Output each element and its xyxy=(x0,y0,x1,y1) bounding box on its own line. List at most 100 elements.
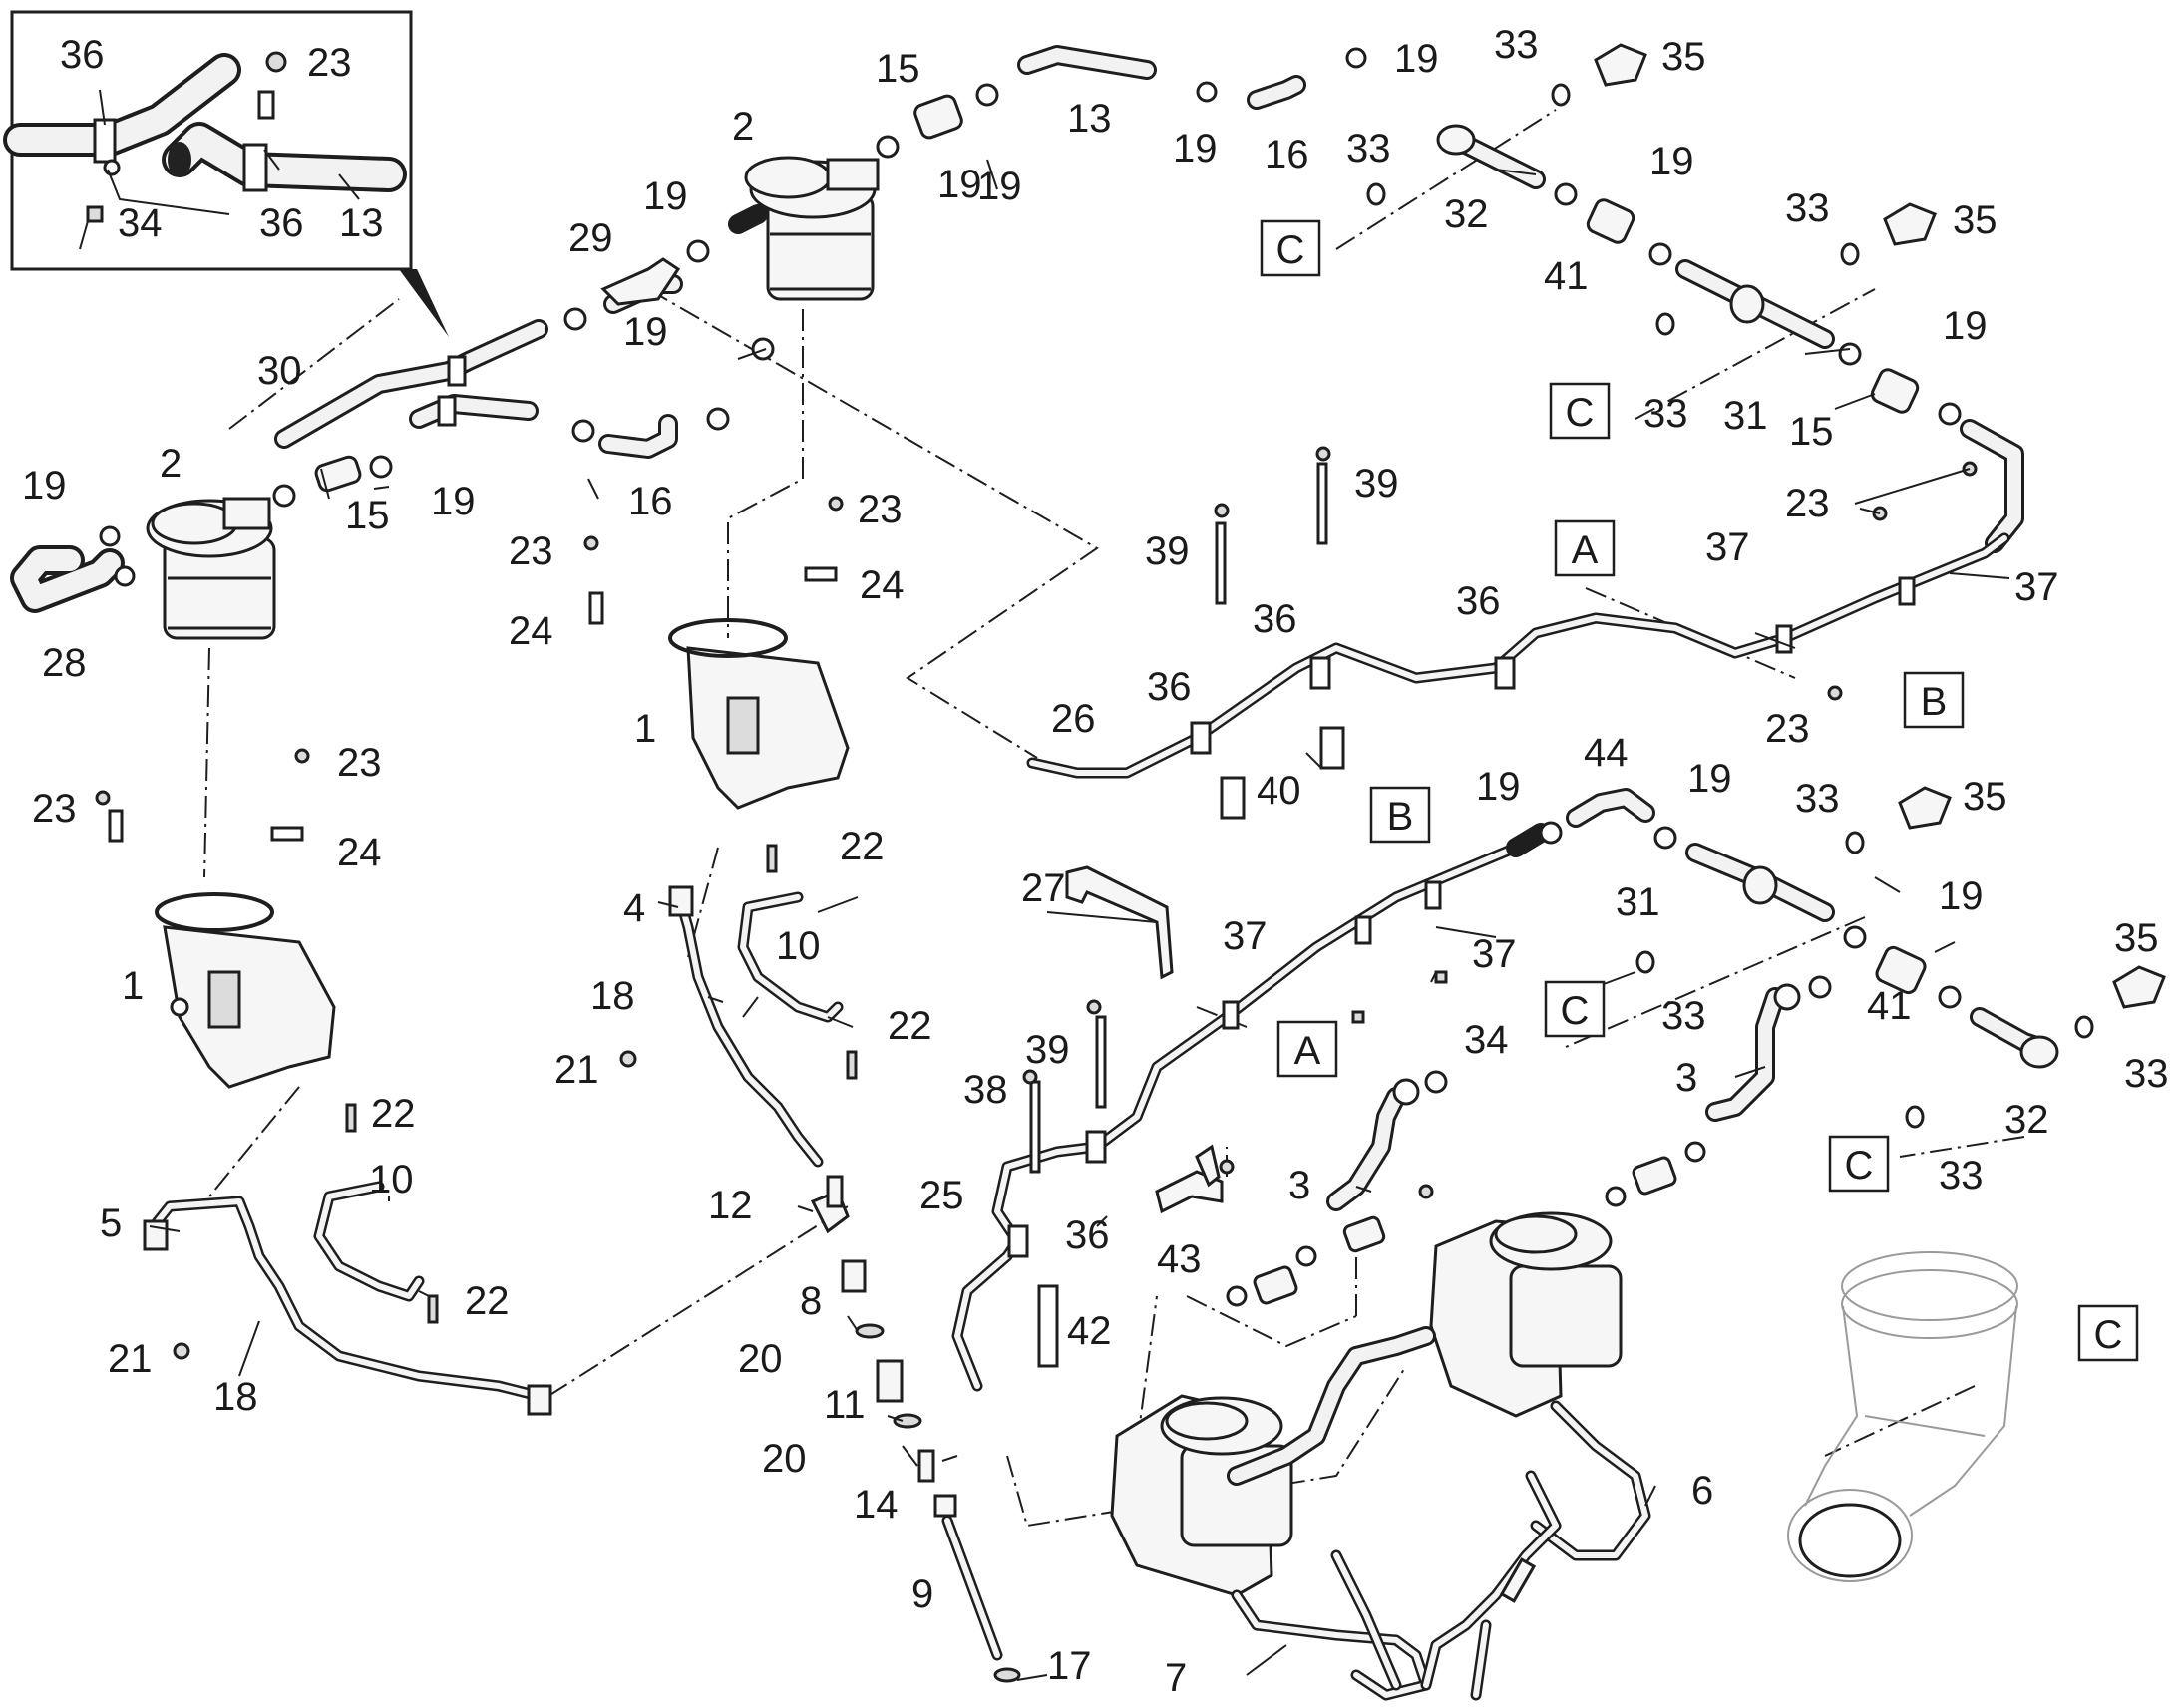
part-callout: 33 xyxy=(1494,23,1539,67)
part-callout: 37 xyxy=(1472,932,1517,976)
view-ref-box xyxy=(1369,786,1431,844)
brackets xyxy=(1065,865,1224,1214)
elbow-hoses-3 xyxy=(1226,975,1832,1307)
part-callout: 19 xyxy=(1939,874,1984,918)
part-callout: 5 xyxy=(100,1201,122,1245)
lower-right-pipe-run xyxy=(1506,786,2166,1129)
part-callout: 23 xyxy=(32,787,77,831)
part-callout: 37 xyxy=(1705,525,1750,569)
part-callout: 36 xyxy=(1456,579,1501,623)
part-callout: 4 xyxy=(623,886,645,930)
view-ref-label: A xyxy=(1294,1029,1321,1073)
part-callout: 15 xyxy=(345,494,390,537)
part-callout: 28 xyxy=(42,641,87,685)
part-callout: 16 xyxy=(1265,133,1309,176)
part-callout: 19 xyxy=(22,464,67,508)
part-callout: 23 xyxy=(337,741,382,785)
part-callout: 30 xyxy=(257,349,302,393)
view-ref-box xyxy=(1903,671,1965,729)
part-callout: 6 xyxy=(1691,1469,1713,1513)
part-callout: 41 xyxy=(1867,984,1912,1028)
part-callout: 19 xyxy=(1649,140,1694,183)
part-callout: 15 xyxy=(1789,410,1834,454)
part-callout: 19 xyxy=(431,480,476,523)
part-callout: 17 xyxy=(1047,1644,1092,1688)
part-callout: 43 xyxy=(1157,1237,1202,1281)
part-callout: 14 xyxy=(854,1483,899,1527)
part-callout: 19 xyxy=(937,163,982,206)
part-callout: 8 xyxy=(800,1279,822,1323)
part-callout: 22 xyxy=(465,1279,510,1323)
part-callout: 20 xyxy=(738,1337,783,1381)
part-callout: 23 xyxy=(1765,707,1810,751)
part-callout: 36 xyxy=(1253,597,1297,641)
top-hose-run xyxy=(876,45,1367,159)
view-ref-label: B xyxy=(1921,680,1948,724)
view-ref-box xyxy=(1544,980,1606,1038)
view-ref-label: A xyxy=(1572,528,1599,572)
part-callout: 27 xyxy=(1021,866,1066,910)
part-callout: 40 xyxy=(1257,769,1301,813)
pipe-26-37 xyxy=(1026,461,2010,820)
view-ref-box xyxy=(1554,519,1616,577)
upper-hose-assembly xyxy=(10,239,775,613)
part-callout: 33 xyxy=(1795,777,1840,821)
part-callout: 33 xyxy=(1661,994,1706,1038)
duct-elbow-view-c xyxy=(1787,1251,2018,1582)
part-callout: 19 xyxy=(643,174,688,218)
part-callout: 36 xyxy=(259,201,304,245)
view-ref-box xyxy=(2077,1304,2139,1362)
part-callout: 13 xyxy=(1067,97,1112,141)
part-callout: 38 xyxy=(963,1068,1008,1112)
brackets-1 xyxy=(155,618,850,1089)
part-callout: 19 xyxy=(1173,127,1218,171)
part-callout: 33 xyxy=(1785,186,1830,230)
view-ref-label: C xyxy=(1845,1144,1874,1188)
part-callout: 10 xyxy=(369,1158,414,1201)
part-callout: 36 xyxy=(1065,1213,1110,1257)
part-callout: 13 xyxy=(339,201,384,245)
part-callout: 16 xyxy=(628,480,673,523)
part-callout: 9 xyxy=(911,1572,933,1616)
part-callout: 35 xyxy=(2114,916,2159,960)
part-callout: 31 xyxy=(1723,394,1768,438)
part-callout: 29 xyxy=(568,216,613,260)
part-callout: 19 xyxy=(977,165,1022,208)
part-callout: 2 xyxy=(732,105,754,149)
view-ref-box xyxy=(1276,1020,1338,1078)
view-ref-label: C xyxy=(1276,228,1305,272)
part-callout: 35 xyxy=(1953,198,1998,242)
view-ref-label: C xyxy=(2094,1313,2123,1357)
leader-lines xyxy=(149,159,2010,1681)
part-callout: 18 xyxy=(213,1375,258,1419)
alignment-lines xyxy=(203,109,2025,1528)
part-callout: 3 xyxy=(1288,1164,1310,1207)
part-callout: 20 xyxy=(762,1437,807,1481)
part-callout: 32 xyxy=(1444,192,1489,236)
inset-pointer xyxy=(399,269,449,337)
part-callout: 39 xyxy=(1354,462,1399,506)
part-callout: 23 xyxy=(307,41,352,85)
part-callout: 32 xyxy=(2004,1098,2049,1142)
part-callout: 26 xyxy=(1051,697,1096,741)
part-callout: 24 xyxy=(337,831,382,874)
part-callout: 18 xyxy=(590,974,635,1018)
filter-housing-top xyxy=(728,156,880,301)
part-callout: 12 xyxy=(708,1184,753,1227)
part-callout: 37 xyxy=(2014,565,2059,609)
part-callout: 34 xyxy=(1464,1018,1509,1062)
part-callout: 15 xyxy=(876,47,920,91)
part-callout: 23 xyxy=(509,529,553,573)
part-callout: 21 xyxy=(554,1048,599,1092)
part-callout: 39 xyxy=(1025,1028,1070,1072)
view-ref-box xyxy=(1549,382,1611,440)
part-callout: 23 xyxy=(858,488,903,531)
part-callout: 2 xyxy=(160,442,182,486)
callout-numbers: 36 23 34 36 13 15 2 19 13 19 16 19 33 35… xyxy=(22,23,2169,1700)
part-callout: 3 xyxy=(1675,1056,1697,1100)
view-ref-box xyxy=(1828,1135,1890,1193)
part-callout: 35 xyxy=(1661,35,1706,79)
dual-filter-assembly xyxy=(1110,1211,1651,1701)
part-callout: 37 xyxy=(1223,914,1268,958)
